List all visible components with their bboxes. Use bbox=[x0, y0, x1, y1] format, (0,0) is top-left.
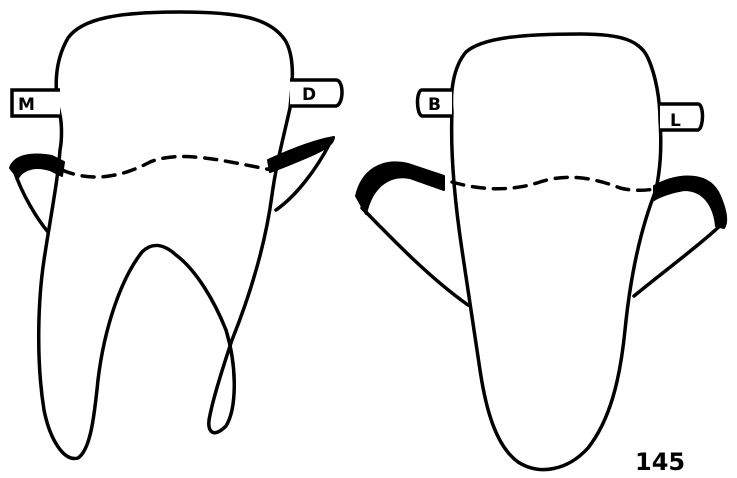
label-m-tab: M bbox=[12, 90, 60, 116]
left-tooth-clamp-wing-left bbox=[14, 170, 48, 232]
label-m: M bbox=[18, 95, 35, 115]
label-d: D bbox=[302, 85, 316, 105]
right-tooth-clamp-band-left bbox=[356, 162, 444, 214]
label-l: L bbox=[670, 111, 681, 131]
right-tooth-outline bbox=[452, 34, 661, 470]
right-tooth-clamp-wing-right bbox=[634, 222, 724, 296]
right-tooth-cej-line bbox=[452, 177, 660, 190]
left-tooth-outline bbox=[39, 12, 293, 458]
right-tooth: B L bbox=[356, 34, 726, 470]
left-tooth-cej-line bbox=[62, 157, 272, 177]
right-tooth-clamp-band-right bbox=[654, 177, 726, 228]
label-b: B bbox=[428, 95, 441, 115]
label-b-tab: B bbox=[418, 90, 453, 116]
label-d-tab: D bbox=[290, 80, 342, 106]
page-number: 145 bbox=[635, 448, 685, 476]
left-tooth: M D bbox=[10, 12, 342, 458]
right-tooth-clamp-wing-left bbox=[362, 208, 468, 305]
label-l-tab: L bbox=[660, 104, 703, 131]
